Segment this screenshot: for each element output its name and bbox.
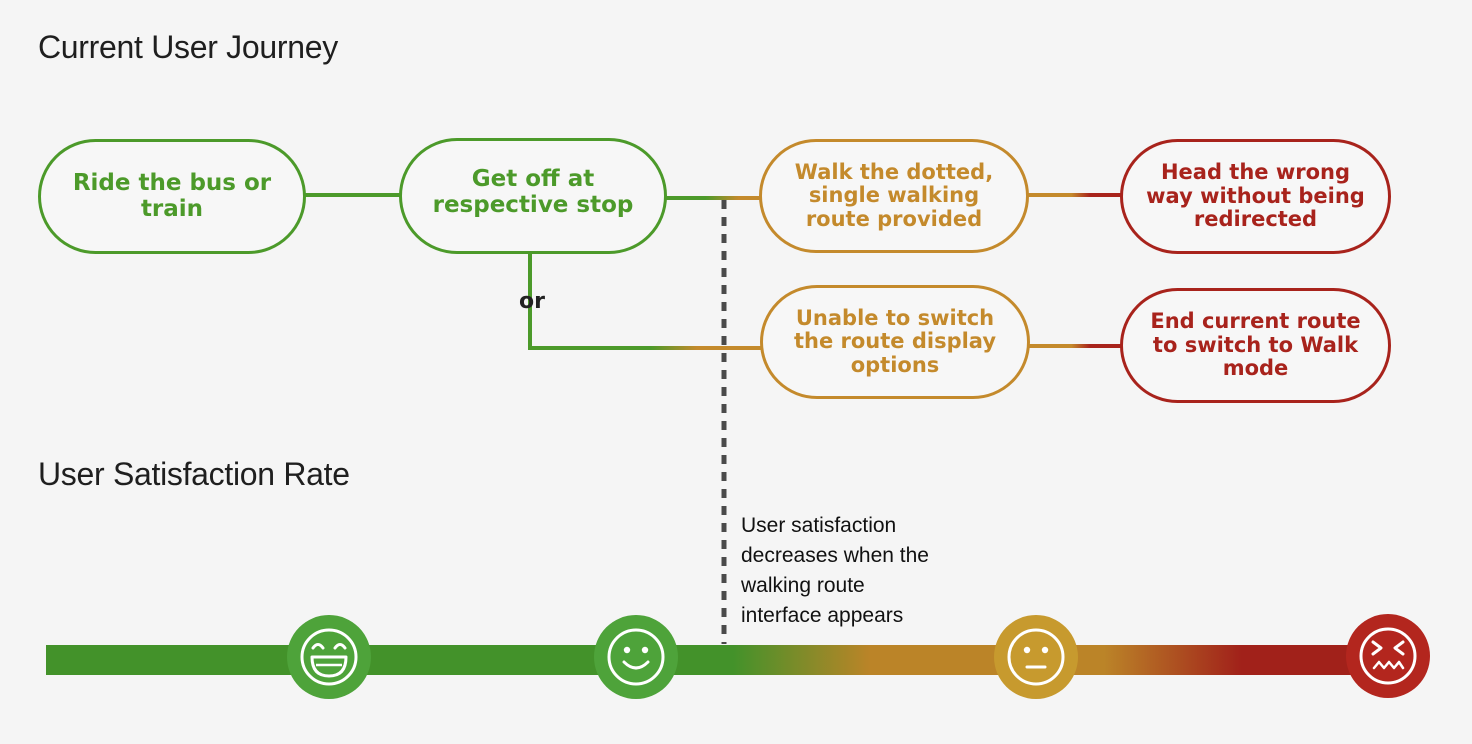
step-ride-bus: Ride the bus or train	[38, 139, 306, 254]
step-wrong-way: Head the wrong way without being redirec…	[1120, 139, 1391, 254]
satisfaction-title: User Satisfaction Rate	[38, 456, 350, 492]
smiling-face-icon	[594, 615, 678, 699]
confounded-face-icon	[1346, 614, 1430, 698]
journey-title: Current User Journey	[38, 29, 338, 65]
step-unable-switch: Unable to switch the route display optio…	[760, 285, 1030, 399]
satisfaction-bar	[46, 645, 1420, 675]
step-get-off: Get off at respective stop	[399, 138, 667, 254]
step-end-route: End current route to switch to Walk mode	[1120, 288, 1391, 403]
or-label: or	[519, 289, 545, 314]
neutral-face-icon	[994, 615, 1078, 699]
connector-getoff-unable	[528, 253, 762, 350]
satisfaction-annotation: User satisfaction decreases when the wal…	[741, 514, 929, 627]
step-walk-route: Walk the dotted, single walking route pr…	[759, 139, 1029, 253]
grinning-face-icon	[287, 615, 371, 699]
